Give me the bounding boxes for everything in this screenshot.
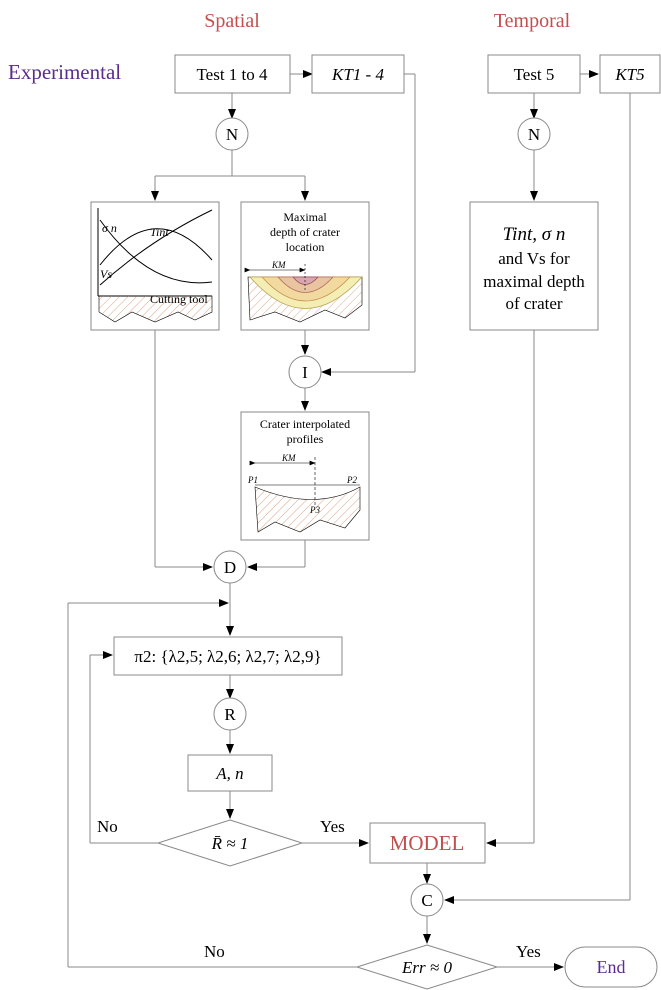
stress-vs-label: Vs [100, 267, 112, 281]
temporal-panel [469, 201, 599, 331]
r-approx-label: R̄ ≈ 1 [211, 834, 249, 853]
interp-p3: P3 [309, 505, 320, 515]
k-t1-4-label: KT1 - 4 [331, 65, 384, 84]
k-t1-4-box [311, 54, 405, 94]
node-n-right-label: N [528, 125, 540, 144]
node-n-left-label: N [226, 125, 238, 144]
a-n-box [187, 754, 273, 792]
err-approx-label: Err ≈ 0 [401, 958, 452, 977]
crater-loc-line2: depth of crater [270, 225, 340, 239]
header-temporal: Temporal [494, 10, 571, 32]
k-t5-label: KT5 [614, 65, 644, 84]
end-label: End [597, 957, 626, 977]
interp-line1: Crater interpolated [260, 417, 350, 431]
header-experimental: Experimental [8, 60, 121, 84]
model-label: MODEL [390, 831, 465, 855]
node-r-label: R [224, 705, 236, 724]
interp-p1: P1 [247, 475, 258, 485]
pi2-label: π2: {λ2,5; λ2,6; λ2,7; λ2,9} [134, 647, 321, 666]
temporal-line3: maximal depth [483, 272, 585, 291]
node-c-label: C [421, 891, 432, 910]
r-approx-decision [156, 819, 304, 867]
node-i-label: I [302, 363, 308, 382]
a-n-label: A, n [215, 764, 243, 783]
interp-km: KM [281, 453, 296, 463]
temporal-line2: and Vs for [498, 249, 570, 268]
edge-no-2: No [204, 942, 225, 961]
test-5-box [487, 54, 581, 94]
temporal-line4: of crater [505, 294, 562, 313]
pi2-box [113, 636, 343, 676]
node-d-label: D [224, 558, 236, 577]
temporal-line1: Tint, σ n [503, 224, 566, 245]
test-1-4-label: Test 1 to 4 [196, 65, 268, 84]
cutting-tool-label: Cutting tool [150, 292, 208, 306]
edge-yes-1: Yes [320, 817, 345, 836]
edge-yes-2: Yes [516, 942, 541, 961]
stress-sigma-label: σ n [102, 221, 117, 235]
interp-line2: profiles [287, 432, 324, 446]
model-box [369, 822, 486, 864]
err-approx-decision [355, 944, 499, 990]
edge-no-1: No [97, 817, 118, 836]
stress-tint-label: Tint [150, 225, 169, 239]
test-5-label: Test 5 [514, 65, 555, 84]
crater-loc-line1: Maximal [283, 210, 327, 224]
header-spatial: Spatial [204, 10, 260, 32]
crater-loc-line3: location [286, 240, 325, 254]
interp-p2: P2 [346, 475, 357, 485]
test-1-4-box [174, 54, 291, 94]
end-terminal [564, 946, 658, 988]
crater-loc-km: KM [271, 260, 286, 270]
